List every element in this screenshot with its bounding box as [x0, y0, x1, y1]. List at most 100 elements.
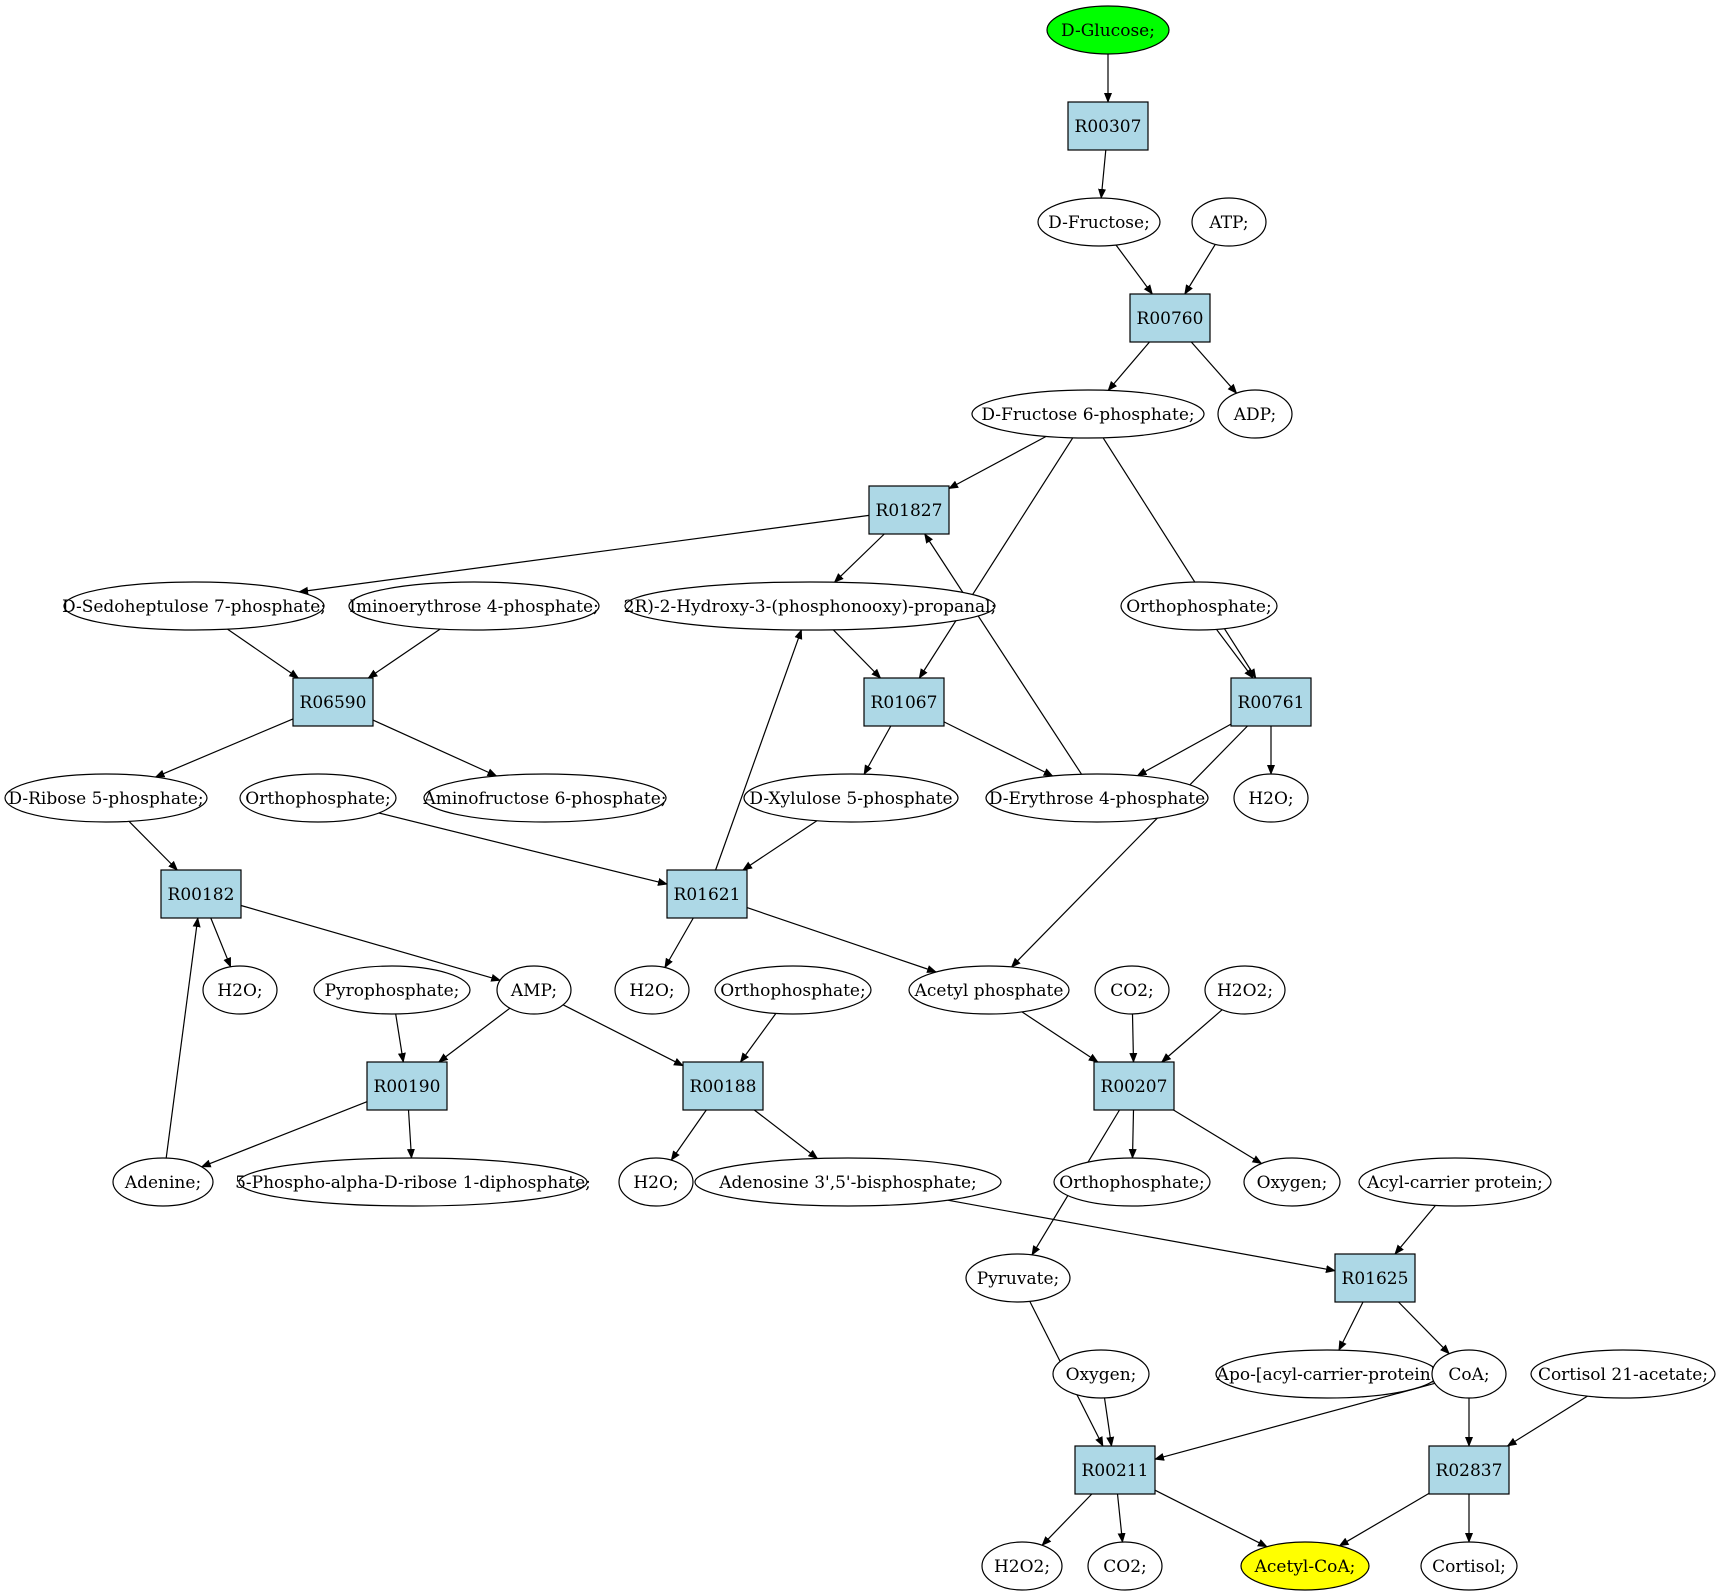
node-shape-fructose [1037, 197, 1161, 247]
node-shape-ortho4 [1053, 1157, 1211, 1207]
edge-pap-to-r01625 [947, 1199, 1336, 1274]
compound-node-ortho1[interactable]: Orthophosphate; [1120, 581, 1278, 631]
node-shape-g3p [624, 581, 996, 631]
compound-node-pyruvate[interactable]: Pyruvate; [965, 1253, 1071, 1303]
compound-node-co2a[interactable]: CO2; [1094, 965, 1170, 1015]
reaction-node-r00761[interactable]: R00761 [1230, 677, 1312, 727]
compound-node-xu5p[interactable]: D-Xylulose 5-phosphate [743, 773, 959, 823]
edge-e4p-to-r01827 [924, 533, 1083, 775]
reaction-node-r00307[interactable]: R00307 [1067, 101, 1149, 151]
edge-f6p-to-r01827 [948, 435, 1047, 490]
compound-node-acp[interactable]: Acetyl phosphate [908, 965, 1070, 1015]
compound-node-cortisolac[interactable]: Cortisol 21-acetate; [1530, 1349, 1716, 1399]
compound-node-coa[interactable]: CoA; [1431, 1349, 1507, 1399]
node-label-r00190: R00190 [374, 1077, 441, 1097]
compound-node-h2o2[interactable]: H2O; [202, 965, 278, 1015]
reaction-node-r00211[interactable]: R00211 [1074, 1445, 1156, 1495]
compound-node-ortho2[interactable]: Orthophosphate; [239, 773, 397, 823]
compound-node-h2o2b[interactable]: H2O2; [981, 1541, 1063, 1591]
node-shape-e4p [985, 773, 1209, 823]
node-label-oxygen2: Oxygen; [1066, 1365, 1137, 1385]
node-label-apoacp: Apo-[acyl-carrier-protein] [1216, 1365, 1438, 1385]
node-shape-f6p [971, 389, 1205, 439]
reaction-node-r00207[interactable]: R00207 [1093, 1061, 1175, 1111]
node-label-ortho1: Orthophosphate; [1126, 597, 1271, 617]
edge-r06590-to-aminof6p [372, 719, 498, 777]
node-label-oxygen1: Oxygen; [1257, 1173, 1328, 1193]
node-label-cortisolac: Cortisol 21-acetate; [1538, 1365, 1708, 1385]
reaction-node-r00188[interactable]: R00188 [682, 1061, 764, 1111]
compound-node-aminof6p[interactable]: Aminofructose 6-phosphate; [422, 773, 667, 823]
node-shape-r02837 [1428, 1445, 1510, 1495]
node-shape-amp [496, 965, 572, 1015]
edge-r06590-to-r5p [154, 718, 294, 778]
compound-node-fructose[interactable]: D-Fructose; [1037, 197, 1161, 247]
compound-node-amp[interactable]: AMP; [496, 965, 572, 1015]
reaction-node-r01625[interactable]: R01625 [1334, 1253, 1416, 1303]
compound-node-pap[interactable]: Adenosine 3',5'-bisphosphate; [694, 1157, 1002, 1207]
node-label-adp: ADP; [1233, 405, 1276, 425]
reaction-node-r02837[interactable]: R02837 [1428, 1445, 1510, 1495]
compound-node-oxygen2[interactable]: Oxygen; [1052, 1349, 1150, 1399]
edge-f6p-to-r00761 [1102, 437, 1257, 679]
compound-node-e4p[interactable]: D-Erythrose 4-phosphate [985, 773, 1209, 823]
reaction-node-r00190[interactable]: R00190 [366, 1061, 448, 1111]
node-shape-oxygen1 [1243, 1157, 1341, 1207]
node-label-h2o2a: H2O2; [1217, 981, 1273, 1001]
reaction-node-r01067[interactable]: R01067 [863, 677, 945, 727]
node-label-e4p: D-Erythrose 4-phosphate [989, 789, 1205, 809]
compound-node-h2o3[interactable]: H2O; [614, 965, 690, 1015]
node-label-h2o2: H2O; [217, 981, 262, 1001]
compound-node-apoacp[interactable]: Apo-[acyl-carrier-protein] [1215, 1349, 1439, 1399]
reaction-node-r01827[interactable]: R01827 [868, 485, 950, 535]
node-shape-ortho2 [239, 773, 397, 823]
node-shape-r00211 [1074, 1445, 1156, 1495]
compound-node-ortho3[interactable]: Orthophosphate; [714, 965, 872, 1015]
compound-node-adp[interactable]: ADP; [1217, 389, 1293, 439]
compound-node-ppi[interactable]: Pyrophosphate; [313, 965, 471, 1015]
compound-node-acetylcoa[interactable]: Acetyl-CoA; [1240, 1541, 1370, 1591]
reaction-node-r00760[interactable]: R00760 [1129, 293, 1211, 343]
compound-node-s7p[interactable]: D-Sedoheptulose 7-phosphate; [62, 581, 326, 631]
reaction-node-r06590[interactable]: R06590 [292, 677, 374, 727]
edge-ortho2-to-r01621 [378, 812, 668, 886]
edge-acylcarrier-to-r01625 [1394, 1205, 1436, 1255]
reaction-node-r01621[interactable]: R01621 [666, 869, 748, 919]
node-shape-glucose [1046, 5, 1170, 55]
node-label-r01621: R01621 [674, 885, 741, 905]
compound-node-r5p[interactable]: D-Ribose 5-phosphate; [4, 773, 208, 823]
compound-node-prpp[interactable]: 5-Phospho-alpha-D-ribose 1-diphosphate; [235, 1157, 591, 1207]
edge-r00760-to-f6p [1107, 341, 1150, 392]
node-shape-cortisol [1420, 1541, 1518, 1591]
compound-node-glucose[interactable]: D-Glucose; [1046, 5, 1170, 55]
node-label-r02837: R02837 [1436, 1461, 1503, 1481]
node-label-coa: CoA; [1448, 1365, 1489, 1385]
node-label-acetylcoa: Acetyl-CoA; [1254, 1557, 1356, 1577]
compound-node-co2b[interactable]: CO2; [1087, 1541, 1163, 1591]
compound-node-h2o1[interactable]: H2O; [1233, 773, 1309, 823]
node-shape-ortho3 [714, 965, 872, 1015]
node-shape-cortisolac [1530, 1349, 1716, 1399]
compound-node-acylcarrier[interactable]: Acyl-carrier protein; [1358, 1157, 1552, 1207]
node-label-acp: Acetyl phosphate [914, 981, 1064, 1001]
compound-node-h2o2a[interactable]: H2O2; [1204, 965, 1286, 1015]
node-label-r5p: D-Ribose 5-phosphate; [8, 789, 203, 809]
compound-node-adenine[interactable]: Adenine; [112, 1157, 214, 1207]
compound-node-oxygen1[interactable]: Oxygen; [1243, 1157, 1341, 1207]
compound-node-atp[interactable]: ATP; [1191, 197, 1267, 247]
compound-node-cortisol[interactable]: Cortisol; [1420, 1541, 1518, 1591]
node-shape-prpp [238, 1157, 588, 1207]
compound-node-ortho4[interactable]: Orthophosphate; [1053, 1157, 1211, 1207]
compound-node-h2o4[interactable]: H2O; [618, 1157, 694, 1207]
node-label-amp: AMP; [510, 981, 557, 1001]
node-shape-co2b [1087, 1541, 1163, 1591]
compound-node-imino[interactable]: Iminoerythrose 4-phosphate; [348, 581, 600, 631]
node-shape-r5p [4, 773, 208, 823]
reaction-node-r00182[interactable]: R00182 [160, 869, 242, 919]
node-shape-r00760 [1129, 293, 1211, 343]
node-shape-r00207 [1093, 1061, 1175, 1111]
compound-node-g3p[interactable]: 2R)-2-Hydroxy-3-(phosphonooxy)-propanal; [624, 581, 997, 631]
compound-node-f6p[interactable]: D-Fructose 6-phosphate; [971, 389, 1205, 439]
edge-r00761-to-e4p [1136, 723, 1232, 777]
